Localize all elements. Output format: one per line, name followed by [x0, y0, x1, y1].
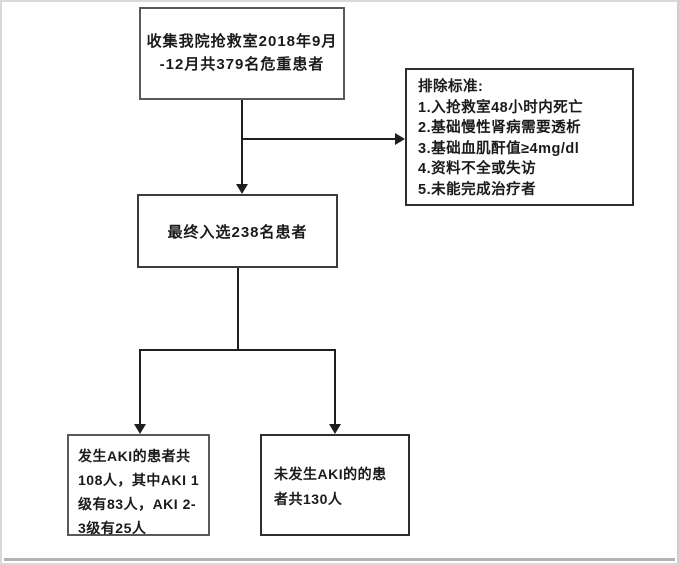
connector-branch-to-no-aki [334, 349, 336, 424]
enrolled-text: 最终入选238名患者 [167, 223, 308, 241]
connector-enrolled-stem [237, 268, 239, 350]
aki-line-4: 3级有25人 [78, 520, 147, 536]
exclusion-title: 排除标准: [418, 79, 484, 95]
exclusion-item-1: 1.入抢救室48小时内死亡 [418, 99, 584, 116]
arrow-right-icon [395, 133, 405, 145]
collect-line-2: -12月共379名危重患者 [159, 56, 325, 73]
aki-line-1: 发生AKI的患者共 [78, 448, 191, 464]
no-aki-line-2: 者共130人 [274, 491, 343, 507]
flowchart-box-aki: 发生AKI的患者共 108人，其中AKI 1 级有83人，AKI 2- 3级有2… [67, 434, 210, 536]
aki-line-2: 108人，其中AKI 1 [78, 472, 200, 488]
aki-line-3: 级有83人，AKI 2- [78, 496, 197, 512]
arrow-down-icon [236, 184, 248, 194]
connector-branch-to-aki [139, 349, 141, 424]
flowchart-box-collect: 收集我院抢救室2018年9月 -12月共379名危重患者 [139, 7, 345, 100]
exclusion-item-4: 4.资料不全或失访 [418, 161, 537, 177]
flowchart-box-exclusion-criteria: 排除标准: 1.入抢救室48小时内死亡 2.基础慢性肾病需要透析 3.基础血肌酐… [405, 68, 634, 206]
flowchart-box-enrolled: 最终入选238名患者 [137, 194, 338, 268]
collect-line-1: 收集我院抢救室2018年9月 [146, 33, 338, 50]
connector-to-exclusion [242, 138, 395, 140]
no-aki-line-1: 未发生AKI的的患 [274, 466, 387, 482]
figure-bottom-border [4, 558, 675, 561]
exclusion-item-2: 2.基础慢性肾病需要透析 [418, 120, 582, 136]
connector-collect-to-enrolled [241, 100, 243, 184]
connector-branch-bar [139, 349, 336, 351]
arrow-down-icon [329, 424, 341, 434]
flowchart-box-no-aki: 未发生AKI的的患 者共130人 [260, 434, 410, 536]
exclusion-item-5: 5.未能完成治疗者 [418, 181, 537, 198]
arrow-down-icon [134, 424, 146, 434]
exclusion-item-3: 3.基础血肌酐值≥4mg/dl [418, 140, 580, 157]
